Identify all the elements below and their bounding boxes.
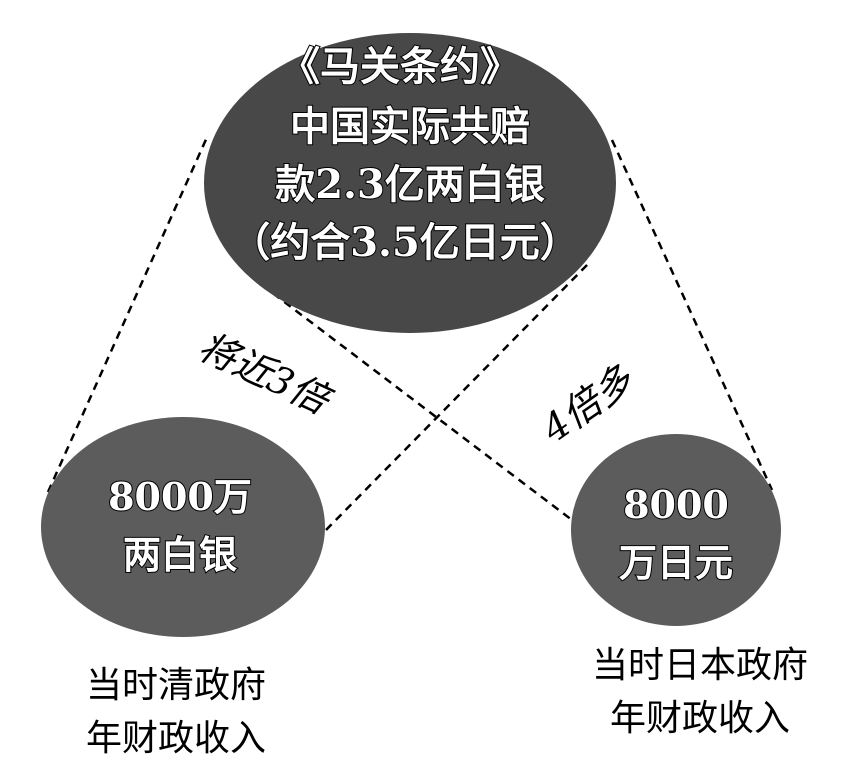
right-circle	[571, 434, 781, 626]
dashed-line-right-inner	[261, 284, 573, 521]
center-ellipse	[204, 33, 616, 333]
right-caption-line-1: 当时日本政府	[592, 645, 808, 686]
center-line-4: （约合3.5亿日元）	[230, 219, 580, 266]
center-line-3: 款2.3亿两白银	[275, 161, 545, 208]
center-line-1: 《马关条约》	[280, 43, 520, 90]
right-circle-line-1: 8000	[623, 482, 729, 527]
right-caption-line-2: 年财政收入	[610, 698, 790, 739]
dashed-line-left-inner	[325, 261, 591, 531]
left-caption-line-1: 当时清政府	[86, 665, 266, 706]
right-ratio-label: 4倍多	[533, 356, 643, 451]
left-ratio-label: 将近3倍	[192, 324, 340, 424]
left-circle-line-2: 两白银	[123, 532, 237, 577]
left-circle-line-1: 8000万	[108, 474, 252, 519]
dashed-line-left-outer	[46, 134, 210, 493]
left-circle	[41, 417, 325, 637]
right-circle-line-2: 万日元	[619, 540, 733, 585]
left-caption-line-2: 年财政收入	[86, 718, 266, 759]
center-line-2: 中国实际共赔	[290, 103, 530, 150]
